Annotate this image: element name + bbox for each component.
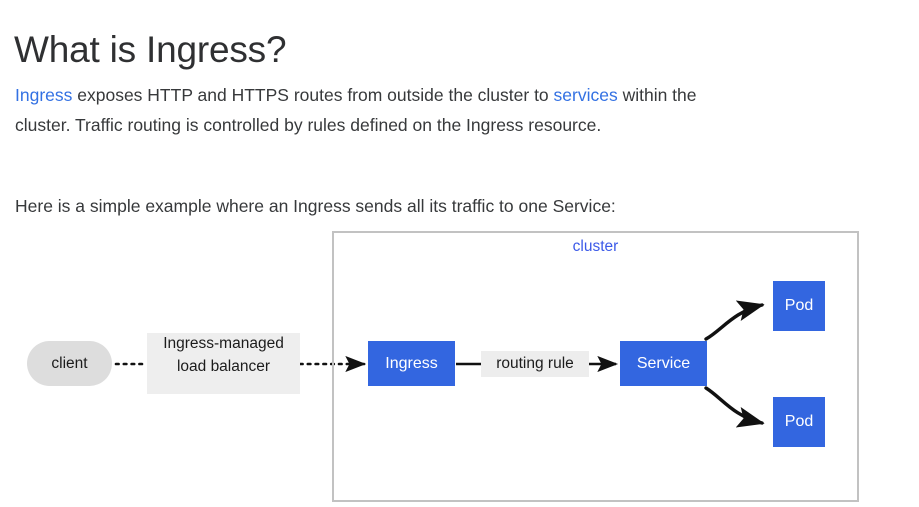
load-balancer-label-line2: load balancer (176, 358, 271, 375)
intro-text-end: within the cluster. Traffic routing is c… (15, 84, 697, 136)
intro-paragraph: Ingress exposes HTTP and HTTPS routes fr… (15, 80, 755, 141)
services-link[interactable]: services (553, 84, 618, 105)
example-paragraph: Here is a simple example where an Ingres… (15, 195, 616, 216)
routing-rule-label: routing rule (496, 355, 574, 372)
load-balancer-label-line1: Ingress-managed (163, 335, 284, 352)
client-node: client (27, 341, 112, 386)
pod-node-top: Pod (773, 281, 825, 331)
routing-rule-label-box (481, 351, 589, 377)
service-node: Service (620, 341, 707, 386)
intro-text-middle: exposes HTTP and HTTPS routes from outsi… (72, 84, 554, 105)
ingress-node: Ingress (368, 341, 455, 386)
load-balancer-label: Ingress-managed load balancer (147, 332, 300, 378)
page-title: What is Ingress? (14, 28, 287, 70)
pod-node-bottom: Pod (773, 397, 825, 447)
cluster-boundary-box (332, 231, 859, 502)
ingress-link[interactable]: Ingress (15, 84, 73, 105)
connector-service-to-pod-top (704, 300, 765, 341)
ingress-architecture-diagram: cluster client Ingress-managed load balan… (0, 220, 919, 507)
connector-service-to-pod-bottom (704, 386, 765, 428)
load-balancer-label-box (147, 333, 300, 394)
cluster-label: cluster (572, 238, 619, 255)
